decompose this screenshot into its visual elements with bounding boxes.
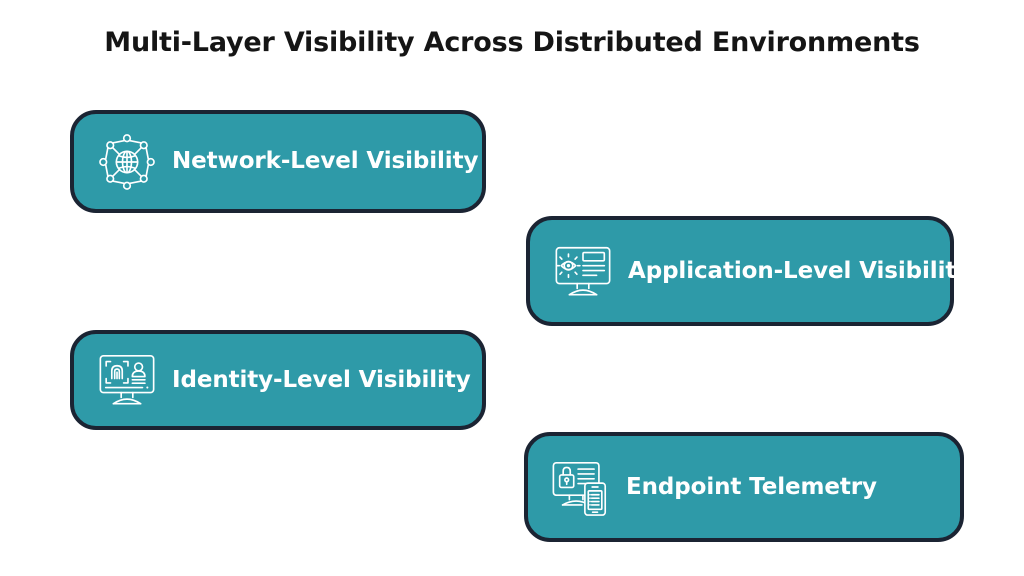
card-label: Endpoint Telemetry (626, 473, 877, 500)
card-label: Identity-Level Visibility (172, 366, 471, 393)
card-endpoint-telemetry[interactable]: Endpoint Telemetry (524, 432, 964, 542)
card-label: Application-Level Visibility (628, 257, 972, 284)
monitor-fingerprint-user-icon (96, 349, 158, 411)
monitor-lock-mobile-icon (550, 456, 612, 518)
card-network-level-visibility[interactable]: Network-Level Visibility (70, 110, 486, 213)
monitor-eye-icon (552, 240, 614, 302)
card-identity-level-visibility[interactable]: Identity-Level Visibility (70, 330, 486, 430)
page-title: Multi-Layer Visibility Across Distribute… (104, 27, 920, 58)
card-application-level-visibility[interactable]: Application-Level Visibility (526, 216, 971, 326)
card-label: Network-Level Visibility (172, 148, 479, 174)
network-globe-nodes-icon (96, 131, 158, 193)
